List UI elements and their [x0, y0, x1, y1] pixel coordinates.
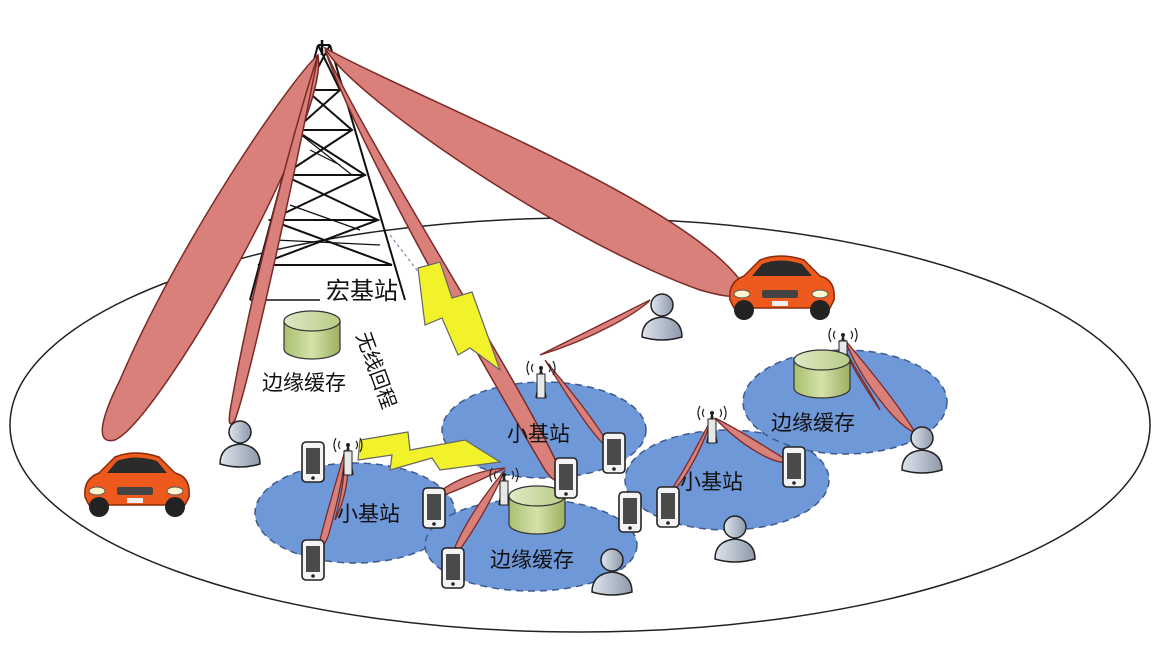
small-beams: [319, 299, 917, 562]
lightning-icon: [357, 261, 502, 471]
beam-to-left-user: [228, 54, 319, 425]
phone-icon: [301, 441, 325, 483]
cache-cylinder-icon-macro: [283, 310, 341, 360]
edge-cache-label-far-right: 边缘缓存: [771, 411, 855, 435]
phone-icon: [422, 487, 446, 529]
phone-icon: [554, 457, 578, 499]
phone-icon: [782, 446, 806, 488]
macro-beams: [101, 46, 746, 482]
macro-station-label: 宏基站: [326, 277, 398, 305]
beam-to-left-car: [101, 53, 320, 442]
small-station-label-right: 小基站: [680, 470, 743, 494]
small-station-label-left: 小基站: [337, 502, 400, 526]
cache-cylinder-icon-far-right: [793, 349, 851, 399]
small-station-label-top: 小基站: [507, 422, 570, 446]
edge-cache-label-center: 边缘缓存: [490, 548, 574, 572]
phone-icon: [602, 432, 626, 474]
edge-cache-label-macro: 边缘缓存: [262, 371, 346, 395]
phone-icon: [656, 486, 680, 528]
phone-icon: [618, 491, 642, 533]
phone-icon: [441, 547, 465, 589]
beam-sb-top-user: [539, 299, 651, 356]
phone-icon: [301, 539, 325, 581]
